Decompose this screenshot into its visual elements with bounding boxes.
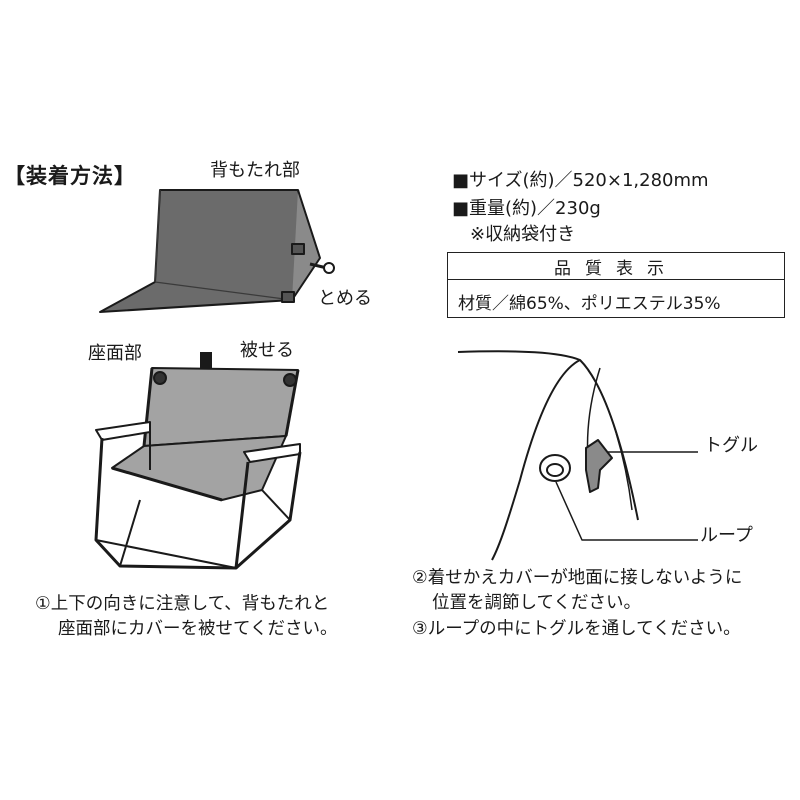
step2-line2: 位置を調節してください。 bbox=[432, 593, 641, 613]
spec-size: ■サイズ(約)／520×1,280mm bbox=[452, 170, 709, 191]
quality-table-material: 材質／綿65%、ポリエステル35% bbox=[458, 294, 721, 314]
section-title: 【装着方法】 bbox=[4, 164, 136, 188]
spec-weight: ■重量(約)／230g bbox=[452, 198, 601, 219]
chair-illustration bbox=[94, 367, 302, 570]
label-seat: 座面部 bbox=[88, 343, 142, 364]
step2-line1: ②着せかえカバーが地面に接しないように bbox=[412, 568, 743, 588]
label-cover: 被せる bbox=[240, 340, 294, 361]
label-loop: ループ bbox=[700, 525, 753, 546]
cover-illustration bbox=[99, 189, 335, 313]
label-fasten: とめる bbox=[318, 288, 372, 309]
step1-line2: 座面部にカバーを被せてください。 bbox=[58, 619, 338, 639]
quality-table-header: 品質表示 bbox=[448, 253, 784, 280]
quality-table: 品質表示 材質／綿65%、ポリエステル35% bbox=[447, 252, 785, 318]
step3: ③ループの中にトグルを通してください。 bbox=[412, 619, 741, 639]
label-backrest: 背もたれ部 bbox=[210, 160, 300, 181]
step1-line1: ①上下の向きに注意して、背もたれと bbox=[35, 594, 330, 614]
detail-illustration bbox=[457, 350, 698, 561]
spec-note: ※収納袋付き bbox=[470, 224, 576, 245]
label-toggle: トグル bbox=[704, 435, 758, 456]
